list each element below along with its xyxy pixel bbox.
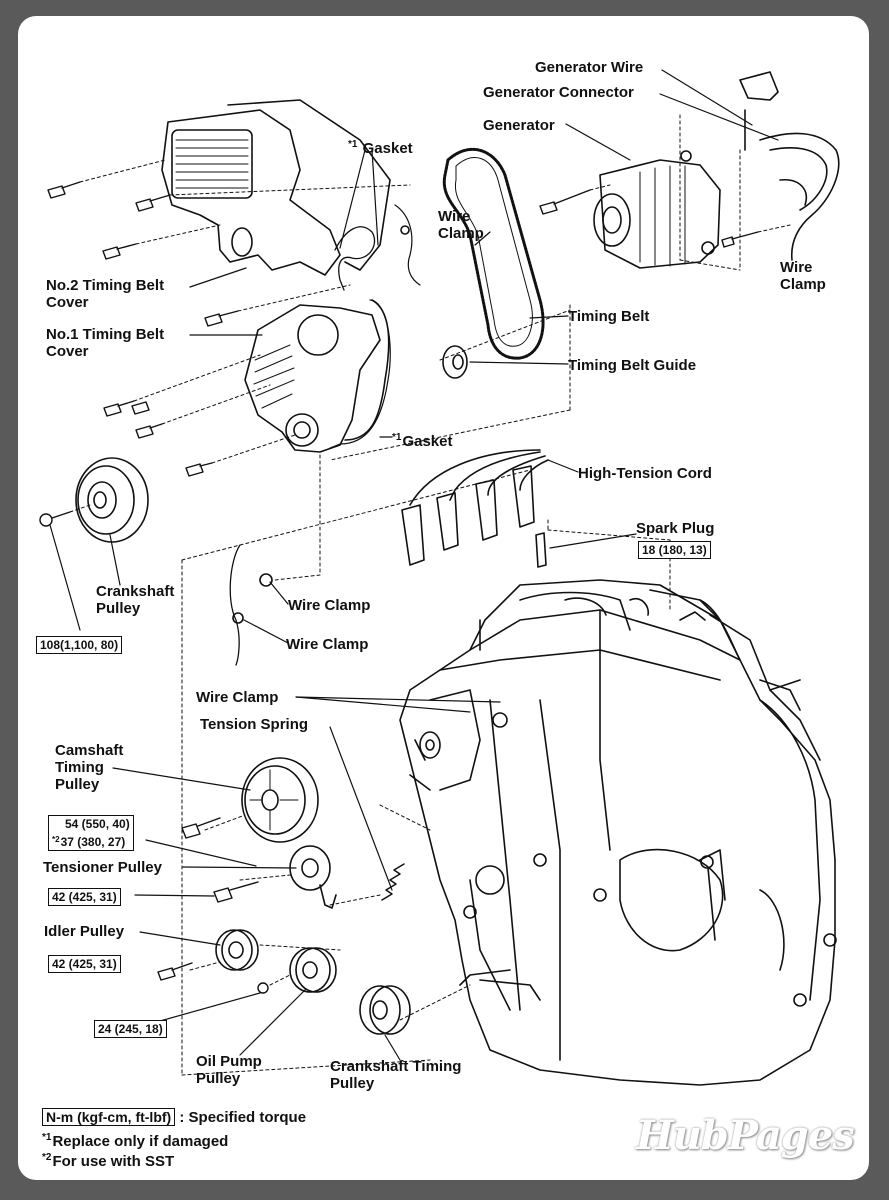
crankshaft-pulley-label: Crankshaft Pulley — [96, 583, 175, 617]
tensioner-pulley-shape — [289, 845, 337, 909]
legend: N-m (kgf-cm, ft-lbf) : Specified torque … — [42, 1108, 306, 1170]
no1-timing-belt-cover-label: No.1 Timing Belt Cover — [46, 326, 165, 360]
no2-timing-belt-cover — [161, 99, 391, 276]
replace-marker-2: *1 — [392, 432, 402, 443]
wire-clamp-belt-label: Wire Clamp — [438, 208, 484, 242]
high-tension-cord-label: High-Tension Cord — [578, 465, 712, 482]
legend-note2-row: *2For use with SST — [42, 1148, 306, 1170]
legend-torque-row: N-m (kgf-cm, ft-lbf) : Specified torque — [42, 1108, 306, 1128]
gasket-mid — [329, 299, 391, 449]
gasket-mid-text: Gasket — [402, 433, 453, 450]
crankshaft-pulley — [75, 457, 149, 543]
legend-marker-1: *1 — [42, 1132, 52, 1143]
gasket-top-label: *1 Gasket — [348, 135, 413, 158]
gasket-top-text: Gasket — [362, 140, 413, 157]
gasket-top — [334, 226, 376, 291]
tensioner-torque: 42 (425, 31) — [48, 888, 121, 906]
tension-spring-label: Tension Spring — [200, 716, 309, 733]
high-tension-cords — [401, 449, 549, 566]
generator-wire-label: Generator Wire — [535, 59, 644, 76]
timing-belt-guide-shape — [442, 345, 468, 379]
legend-note1: Replace only if damaged — [52, 1133, 229, 1150]
generator-wire-harness — [739, 71, 840, 261]
crankshaft-pulley-torque: 108(1,100, 80) — [36, 636, 123, 654]
camshaft-timing-pulley-label: Camshaft Timing Pulley — [55, 742, 124, 793]
crankshaft-timing-pulley-label: Crankshaft Timing Pulley — [330, 1058, 462, 1092]
engine-block — [399, 579, 837, 1086]
idler-pulley-label: Idler Pulley — [44, 923, 125, 940]
legend-marker-2: *2 — [42, 1152, 52, 1163]
oil-pump-torque: 24 (245, 18) — [94, 1020, 167, 1038]
camshaft-torque-box: 54 (550, 40) *237 (380, 27) — [48, 815, 134, 851]
legend-note2: For use with SST — [52, 1153, 175, 1170]
no2-timing-belt-cover-label: No.2 Timing Belt Cover — [46, 277, 165, 311]
idler-torque: 42 (425, 31) — [48, 955, 121, 973]
crankshaft-timing-pulley-shape — [359, 985, 411, 1035]
timing-belt-shape — [442, 147, 545, 360]
wire-clamp-2-label: Wire Clamp — [286, 636, 369, 653]
timing-belt-guide-label: Timing Belt Guide — [568, 357, 697, 374]
oil-pump-pulley-shape — [289, 947, 337, 993]
sst-marker: *2 — [52, 835, 60, 844]
no1-timing-belt-cover — [244, 299, 390, 453]
tension-spring-shape — [381, 863, 405, 901]
bolt-set — [39, 181, 759, 527]
legend-note1-row: *1Replace only if damaged — [42, 1128, 306, 1150]
generator-connector-label: Generator Connector — [483, 84, 634, 101]
tensioner-pulley-label: Tensioner Pulley — [43, 859, 162, 876]
timing-belt-label: Timing Belt — [568, 308, 650, 325]
leader-lines — [49, 69, 779, 1061]
spark-plug-shape — [535, 532, 547, 568]
camshaft-sst-torque: 37 (380, 27) — [60, 835, 126, 849]
camshaft-timing-pulley-shape — [241, 757, 319, 843]
gasket-mid-label: *1Gasket — [392, 428, 453, 451]
camshaft-torque: 54 (550, 40) — [65, 817, 130, 831]
idler-pulley-shape — [215, 929, 259, 971]
guide-lines — [69, 114, 791, 1076]
generator-label: Generator — [483, 117, 555, 134]
camshaft-sst-torque-row: *237 (380, 27) — [52, 832, 130, 850]
oil-pump-pulley-label: Oil Pump Pulley — [196, 1053, 262, 1087]
legend-torque-units: N-m (kgf-cm, ft-lbf) — [42, 1108, 176, 1126]
replace-marker: *1 — [348, 139, 358, 150]
wire-clamp-3-label: Wire Clamp — [196, 689, 279, 706]
diagram-card — [18, 16, 869, 1180]
spark-plug-label: Spark Plug — [636, 520, 715, 537]
spark-plug-torque: 18 (180, 13) — [638, 541, 711, 559]
wire-clamp-1-label: Wire Clamp — [288, 597, 371, 614]
legend-torque-desc: : Specified torque — [179, 1109, 307, 1126]
wire-clamp-right-label: Wire Clamp — [780, 259, 826, 293]
hubpages-watermark: HubPages — [636, 1112, 855, 1159]
generator-shape — [593, 150, 721, 269]
